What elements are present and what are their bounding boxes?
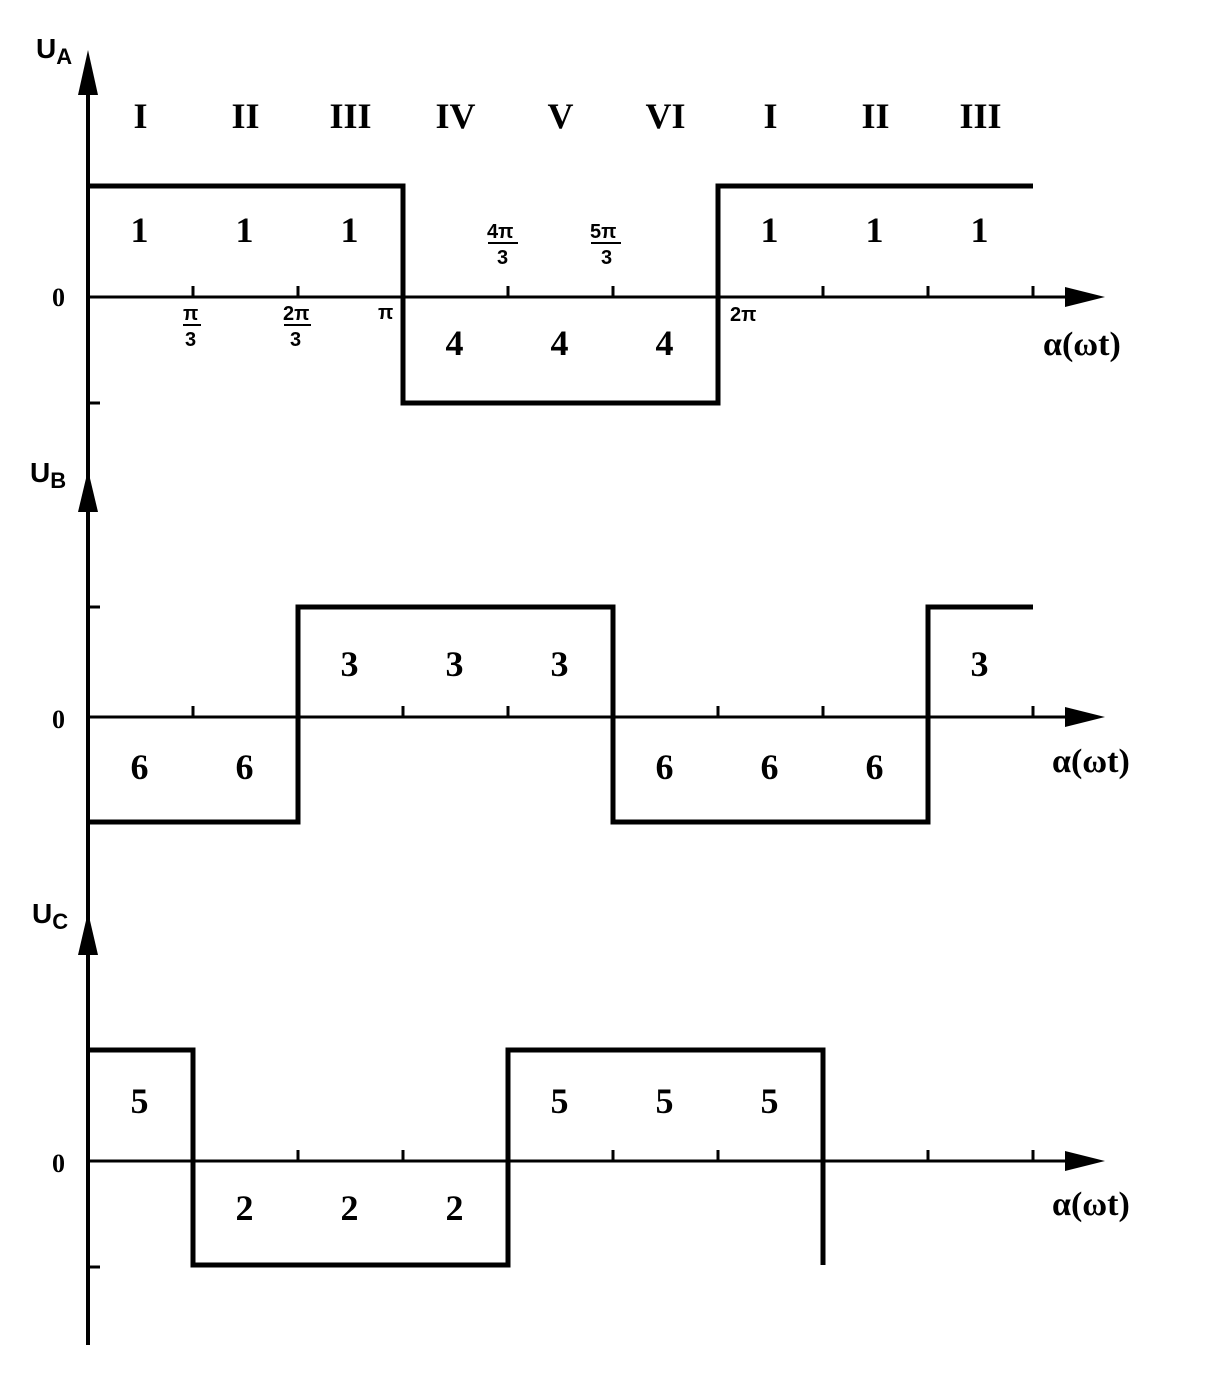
segment-number: 5: [131, 1081, 149, 1121]
x-axis-a-arrow: [1065, 287, 1105, 307]
segment-number: 1: [236, 210, 254, 250]
segment-number: 1: [131, 210, 149, 250]
segment-number: 3: [341, 644, 359, 684]
tick-label-4pi3: 4π 3: [487, 221, 518, 269]
segment-label-3: III: [329, 96, 371, 136]
x-axis-a: [88, 287, 1105, 307]
segment-number: 4: [446, 323, 464, 363]
uc-axis-arrow: [78, 912, 98, 955]
segment-number: 2: [446, 1188, 464, 1228]
segment-number: 1: [761, 210, 779, 250]
tick-label-5pi3: 5π 3: [590, 221, 621, 269]
ub-axis-arrow: [78, 470, 98, 512]
tick-label-4pi3-num: 4π: [487, 221, 513, 243]
segment-label-8: II: [861, 96, 889, 136]
tick-label-5pi3-num: 5π: [590, 221, 616, 243]
x-axis-b-arrow: [1065, 707, 1105, 727]
waveform-a: [88, 183, 1033, 406]
x-axis-b: [88, 707, 1105, 727]
x-axis-c-label: α(ωt): [1052, 1186, 1130, 1223]
segment-label-7: I: [763, 96, 777, 136]
ub-label: UB: [30, 457, 66, 493]
x-axis-b-label: α(ωt): [1052, 743, 1130, 780]
tick-label-2pi3-num: 2π: [283, 303, 309, 325]
segment-numbers: 1 1 1 4 4 4 1 1 1 6 6 3 3 3 6 6 6 3 5 2 2 2 5 5 5: [131, 210, 989, 1228]
x-axis-c-arrow: [1065, 1151, 1105, 1171]
segment-number: 1: [341, 210, 359, 250]
segment-number: 1: [971, 210, 989, 250]
tick-label-2pi3-den: 3: [290, 329, 301, 351]
segment-label-4: IV: [435, 96, 475, 136]
tick-label-pi3-den: 3: [185, 329, 196, 351]
tick-label-5pi3-den: 3: [601, 247, 612, 269]
segment-number: 4: [551, 323, 569, 363]
segment-number: 4: [656, 323, 674, 363]
tick-label-pi: π: [378, 302, 393, 324]
segment-label-1: I: [133, 96, 147, 136]
segment-label-5: V: [548, 96, 574, 136]
waveform-c: [88, 1047, 826, 1268]
zero-label-c: 0: [52, 1149, 65, 1178]
segment-number: 3: [551, 644, 569, 684]
segment-number: 2: [236, 1188, 254, 1228]
x-axis-a-label: α(ωt): [1043, 326, 1121, 363]
ua-label: UA: [36, 33, 72, 69]
zero-label-a: 0: [52, 283, 65, 312]
segment-number: 5: [551, 1081, 569, 1121]
segment-number: 2: [341, 1188, 359, 1228]
segment-label-2: II: [231, 96, 259, 136]
tick-label-pi3: π 3: [183, 303, 201, 351]
segment-number: 5: [761, 1081, 779, 1121]
segment-number: 6: [866, 747, 884, 787]
tick-label-2pi3: 2π 3: [283, 303, 311, 351]
zero-label-b: 0: [52, 705, 65, 734]
tick-label-4pi3-den: 3: [497, 247, 508, 269]
waveforms: [88, 183, 1033, 1268]
tick-label-pi3-num: π: [183, 303, 198, 325]
tick-label-2pi: 2π: [730, 304, 756, 326]
x-axis-c: [88, 1151, 1105, 1171]
ua-axis-arrow: [78, 50, 98, 95]
segment-number: 6: [761, 747, 779, 787]
waveform-b: [88, 604, 1033, 825]
segment-number: 1: [866, 210, 884, 250]
segment-number: 3: [446, 644, 464, 684]
segment-number: 6: [236, 747, 254, 787]
segment-label-6: VI: [645, 96, 685, 136]
segment-number: 3: [971, 644, 989, 684]
segment-number: 5: [656, 1081, 674, 1121]
segment-number: 6: [656, 747, 674, 787]
segment-label-9: III: [959, 96, 1001, 136]
uc-label: UC: [32, 898, 68, 934]
segment-number: 6: [131, 747, 149, 787]
